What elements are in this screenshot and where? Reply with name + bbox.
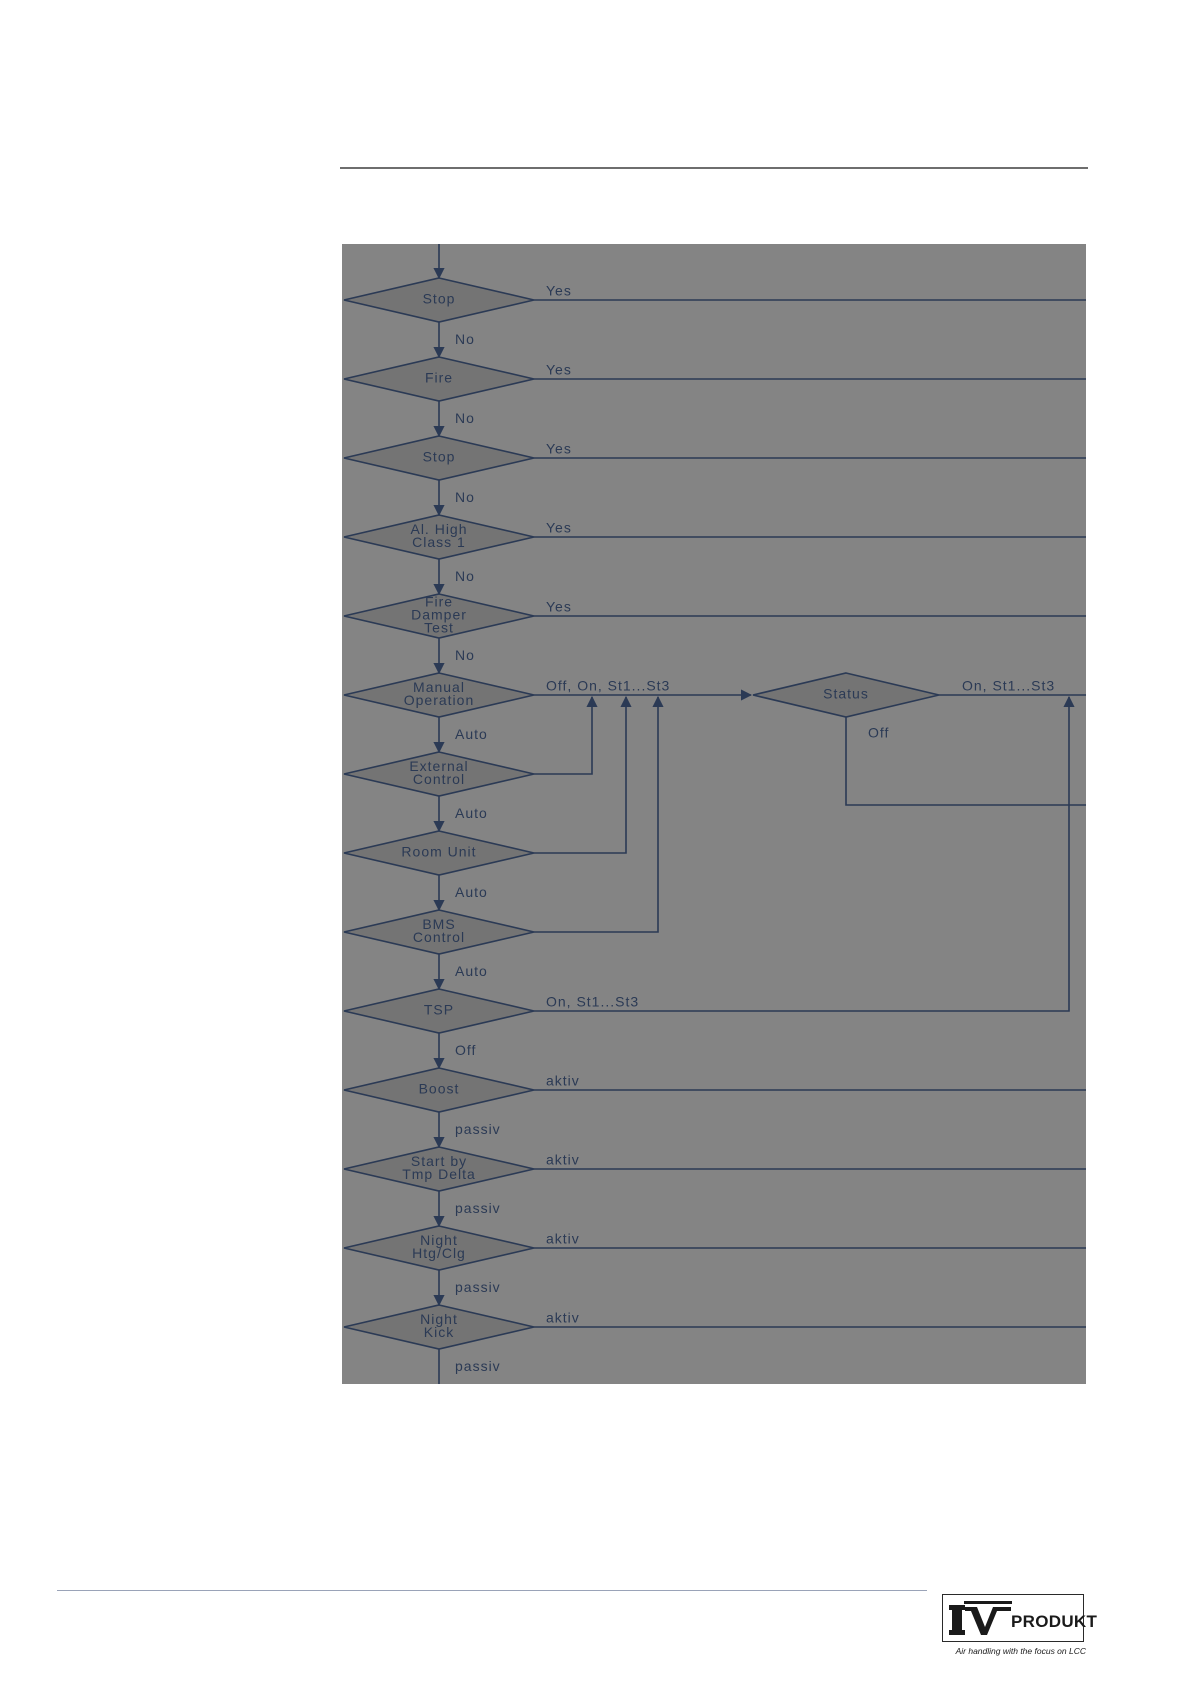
- branch-label-al_high: No: [455, 568, 475, 584]
- decision-label-fire_damper: Fire: [425, 594, 453, 610]
- branch-label-external: Auto: [455, 805, 488, 821]
- branch-label-fire_damper: No: [455, 647, 475, 663]
- decision-label-room_unit: Room Unit: [401, 844, 476, 860]
- decision-label-fire_damper: Damper: [411, 607, 467, 623]
- iv-logo-icon: [949, 1601, 1012, 1635]
- exit-label-night_kick: aktiv: [546, 1310, 580, 1326]
- decision-label-fire_damper: Test: [424, 620, 454, 636]
- exit-label-boost: aktiv: [546, 1073, 580, 1089]
- exit-label-stop2: Yes: [546, 441, 572, 457]
- exit-label-start_tmp: aktiv: [546, 1152, 580, 1168]
- decision-label-bms: BMS: [422, 916, 455, 932]
- decision-label-manual: Operation: [404, 692, 474, 708]
- logo-frame: PRODUKT: [942, 1594, 1097, 1642]
- decision-label-tsp: TSP: [424, 1002, 454, 1018]
- logo-wordmark: PRODUKT: [1011, 1612, 1098, 1631]
- branch-label-manual: Auto: [455, 726, 488, 742]
- decision-label-fire: Fire: [425, 370, 453, 386]
- branch-label-night_htg: passiv: [455, 1279, 501, 1295]
- branch-label-tsp: Off: [455, 1042, 476, 1058]
- feed-line-bms: [534, 695, 664, 933]
- decision-label-manual: Manual: [413, 679, 465, 695]
- exit-label-fire_damper: Yes: [546, 599, 572, 615]
- decision-label-night_kick: Kick: [424, 1324, 454, 1340]
- decision-label-stop2: Stop: [423, 449, 456, 465]
- exit-label-al_high: Yes: [546, 520, 572, 536]
- branch-label-boost: passiv: [455, 1121, 501, 1137]
- decision-label-al_high: Al. High: [410, 521, 467, 537]
- exit-label-stop1: Yes: [546, 283, 572, 299]
- branch-label-start_tmp: passiv: [455, 1200, 501, 1216]
- decision-label-night_htg: Night: [420, 1232, 458, 1248]
- branch-label-stop2: No: [455, 489, 475, 505]
- branch-label-stop1: No: [455, 331, 475, 347]
- feed-line-room_unit: [534, 695, 632, 854]
- branch-label-room_unit: Auto: [455, 884, 488, 900]
- branch-label-status-off: Off: [868, 725, 889, 741]
- decision-label-night_kick: Night: [420, 1311, 458, 1327]
- exit-label-status: On, St1...St3: [962, 678, 1055, 694]
- exit-label-tsp: On, St1...St3: [546, 994, 639, 1010]
- decision-label-external: External: [409, 758, 468, 774]
- exit-label-fire: Yes: [546, 362, 572, 378]
- footer-rule: [57, 1590, 927, 1591]
- header-rule: [340, 167, 1088, 169]
- decision-label-status: Status: [823, 686, 869, 702]
- decision-label-bms: Control: [413, 929, 465, 945]
- iv-produkt-logo: PRODUKT Air handling with the focus on L…: [940, 1594, 1097, 1666]
- decision-label-boost: Boost: [419, 1081, 460, 1097]
- exit-label-night_htg: aktiv: [546, 1231, 580, 1247]
- branch-label-bms: Auto: [455, 963, 488, 979]
- status-off-line: [845, 717, 1086, 806]
- decision-label-al_high: Class 1: [412, 534, 466, 550]
- decision-label-external: Control: [413, 771, 465, 787]
- feed-line-external: [534, 695, 598, 775]
- branch-label-night_kick: passiv: [455, 1358, 501, 1374]
- logo-tagline: Air handling with the focus on LCC: [955, 1646, 1086, 1656]
- branch-label-fire: No: [455, 410, 475, 426]
- exit-line-tsp: [534, 695, 1075, 1012]
- decision-label-night_htg: Htg/Clg: [412, 1245, 466, 1261]
- decision-label-start_tmp: Tmp Delta: [402, 1166, 476, 1182]
- decision-label-stop1: Stop: [423, 291, 456, 307]
- exit-label-manual: Off, On, St1...St3: [546, 678, 670, 694]
- decision-label-start_tmp: Start by: [411, 1153, 467, 1169]
